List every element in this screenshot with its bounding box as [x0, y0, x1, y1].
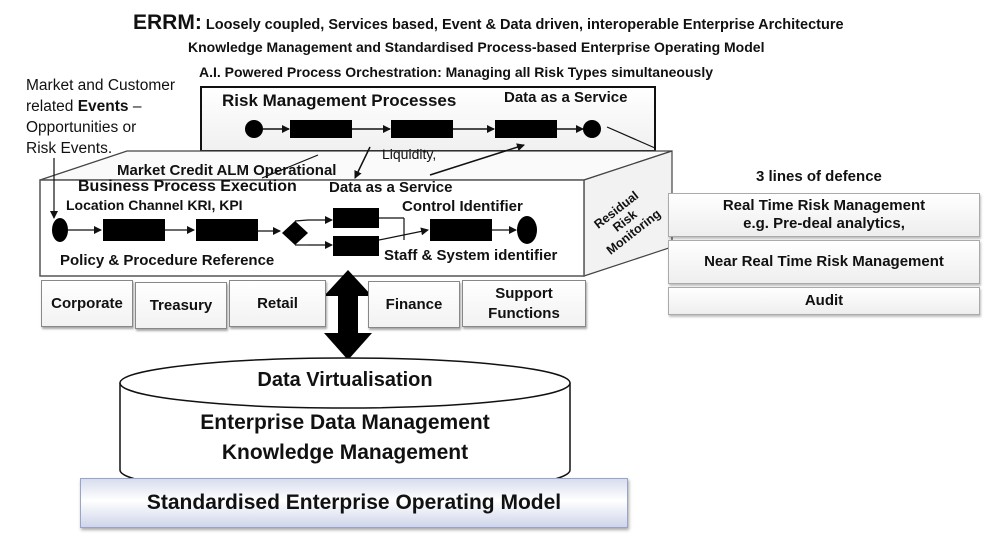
exec-start — [52, 218, 68, 242]
defence-item-real-time: Real Time Risk Management e.g. Pre-deal … — [668, 193, 980, 237]
double-arrow — [324, 270, 372, 360]
header-line1-text: Loosely coupled, Services based, Event &… — [205, 17, 844, 33]
knowledge-management-label: Knowledge Management — [221, 441, 469, 464]
connector-line-top — [354, 146, 371, 179]
header-line-2: Knowledge Management and Standardised Pr… — [188, 39, 765, 55]
defence-item-near-real-time: Near Real Time Risk Management — [668, 240, 980, 284]
exec-branch-up-join — [294, 219, 309, 222]
risk-process-title: Risk Management Processes — [222, 91, 457, 110]
risk-process-start — [245, 120, 263, 138]
events-note-line-2: related Events – — [26, 96, 175, 117]
execution-location: Location Channel KRI, KPI — [66, 197, 243, 213]
risk-process-box — [200, 86, 656, 152]
events-note-bold: Events — [77, 98, 129, 115]
connector-line-right — [429, 143, 525, 176]
defence-item-line-2: e.g. Pre-deal analytics, — [743, 215, 905, 232]
operating-model-bar: Standardised Enterprise Operating Model — [80, 478, 628, 528]
exec-decision — [282, 221, 308, 245]
execution-title: Business Process Execution — [78, 178, 297, 195]
exec-step-3a — [333, 208, 379, 228]
business-line-treasury: Treasury — [135, 282, 227, 329]
exec-step-3b — [333, 236, 379, 256]
connector-line-left — [261, 154, 319, 179]
business-line-label: Corporate — [51, 295, 123, 312]
risk-process-step-3 — [495, 120, 557, 138]
events-note-line-1: Market and Customer — [26, 77, 176, 94]
defence-title: 3 lines of defence — [756, 168, 882, 185]
business-line-label: Retail — [257, 295, 298, 312]
execution-control: Control Identifier — [402, 198, 523, 215]
execution-staff: Staff & System identifier — [384, 247, 558, 264]
defence-item-line-1: Real Time Risk Management — [722, 197, 926, 214]
operating-model-label: Standardised Enterprise Operating Model — [146, 491, 562, 514]
data-virtualisation-label: Data Virtualisation — [257, 369, 433, 391]
exec-arrow-4 — [378, 227, 429, 241]
data-cylinder-top — [119, 357, 571, 409]
execution-policy: Policy & Procedure Reference — [60, 252, 275, 269]
risk-process-end — [583, 120, 601, 138]
defence-item-audit: Audit — [668, 287, 980, 315]
residual-connector — [606, 126, 656, 149]
exec-step-1 — [103, 219, 165, 241]
business-line-label: Treasury — [149, 297, 213, 314]
business-line-corporate: Corporate — [41, 280, 133, 327]
risk-types-line-1: Market Credit ALM Operational — [117, 162, 337, 179]
risk-process-daas: Data as a Service — [504, 89, 628, 106]
defence-item-line-1: Audit — [804, 292, 844, 309]
business-line-support: Support Functions — [462, 280, 586, 327]
header-prefix: ERRM: — [133, 11, 202, 34]
business-line-retail: Retail — [229, 280, 326, 327]
risk-process-step-1 — [290, 120, 352, 138]
business-line-label-2: Functions — [488, 304, 560, 322]
events-note-post: – — [128, 98, 142, 115]
events-note-line-3: Opportunities or — [26, 119, 137, 136]
enterprise-data-management-label: Enterprise Data Management — [200, 411, 490, 434]
risk-process-step-2 — [391, 120, 453, 138]
business-line-label: Support — [495, 284, 553, 302]
business-line-finance: Finance — [368, 281, 460, 328]
exec-step-2 — [196, 219, 258, 241]
header-line-1: ERRM: Loosely coupled, Services based, E… — [133, 11, 844, 35]
exec-step-4 — [430, 219, 492, 241]
events-note-line-4: Risk Events. — [26, 140, 113, 157]
header-line-3: A.I. Powered Process Orchestration: Mana… — [199, 64, 714, 80]
events-note-pre: related — [26, 98, 78, 115]
events-note: Market and Customer related Events – Opp… — [26, 75, 175, 159]
business-line-label: Finance — [385, 296, 443, 313]
exec-end — [517, 216, 537, 244]
risk-types-line-2: Liquidity, — [382, 146, 437, 162]
defence-item-line-1: Near Real Time Risk Management — [704, 253, 944, 270]
execution-daas: Data as a Service — [329, 179, 453, 196]
